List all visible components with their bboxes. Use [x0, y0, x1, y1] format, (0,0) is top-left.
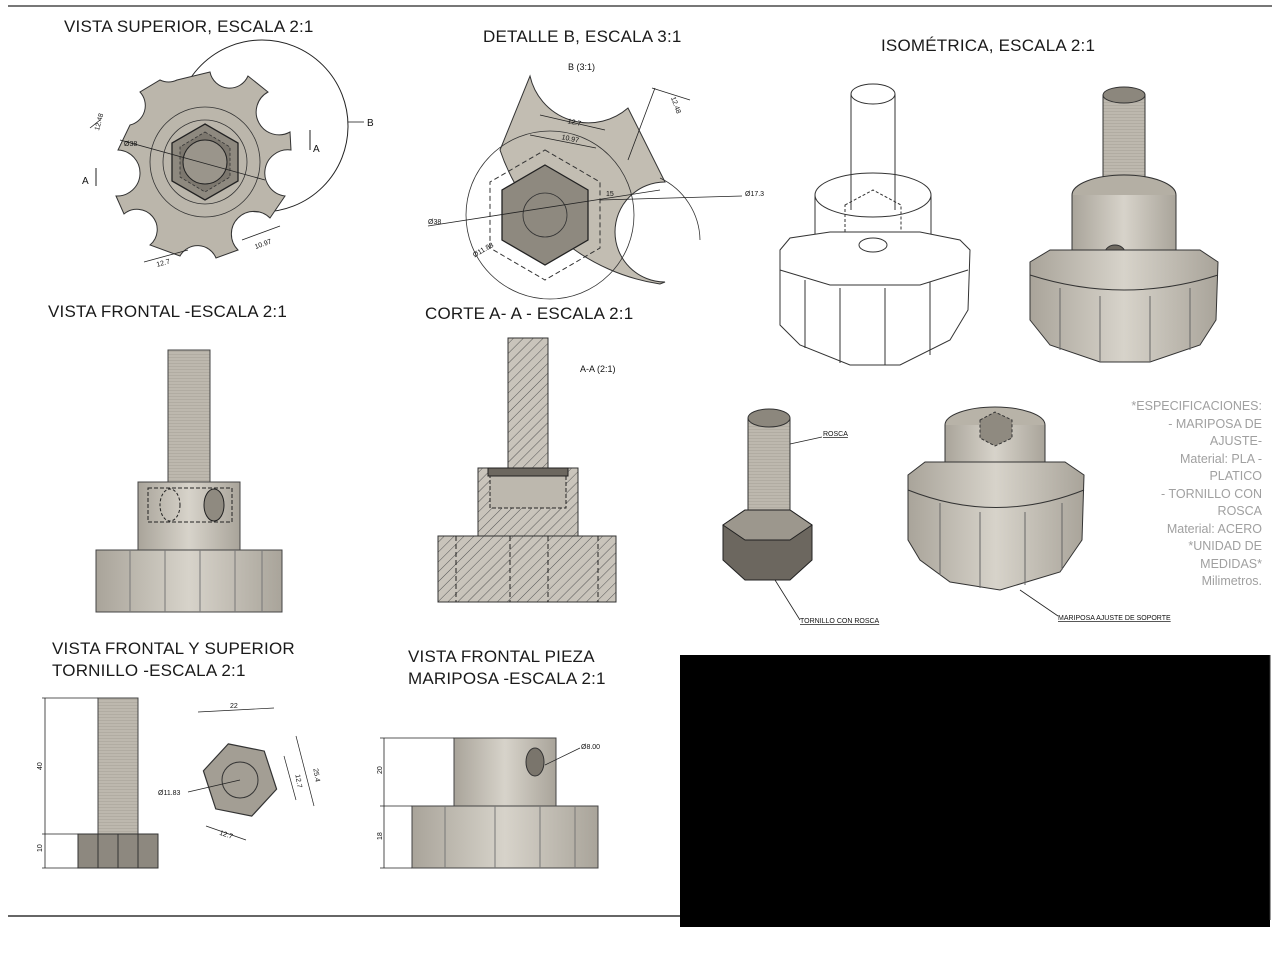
dim-scr-12-7-a: 12.7: [293, 774, 302, 789]
front-view-drawing: [95, 349, 283, 613]
top-view-drawing: 12.48 Ø38 12.7 10.97 A A B: [82, 39, 374, 269]
detail-ref-label: B (3:1): [568, 62, 595, 72]
isometric-wireframe: [779, 83, 971, 366]
title-isometric: ISOMÉTRICA, ESCALA 2:1: [881, 36, 1096, 55]
dim-wing-20: 20: [377, 766, 384, 774]
dim-det-d11-83: Ø11.83: [472, 242, 495, 259]
dim-wing-d8: Ø8.00: [581, 744, 600, 751]
section-aa-drawing: A-A (2:1): [437, 337, 617, 603]
title-screw-views-line1: VISTA FRONTAL Y SUPERIOR: [52, 639, 295, 658]
dim-det-10-97: 10.97: [561, 134, 580, 145]
spec-line: MEDIDAS*: [1200, 556, 1262, 571]
label-mariposa: MARIPOSA AJUSTE DE SOPORTE: [1058, 615, 1171, 622]
section-ref-label: A-A (2:1): [580, 364, 616, 374]
specifications-block: *ESPECIFICACIONES: - MARIPOSA DE AJUSTE-…: [1100, 398, 1262, 591]
dim-det-12-48: 12.48: [669, 96, 682, 115]
spec-line: PLATICO: [1209, 469, 1262, 483]
dim-top-d38: Ø38: [124, 141, 137, 148]
dim-det-d38: Ø38: [428, 219, 441, 226]
detail-mark: B: [367, 118, 374, 129]
section-mark-right: A: [313, 144, 320, 155]
spec-line: - MARIPOSA DE: [1168, 416, 1262, 431]
dim-scr-40: 40: [37, 762, 44, 770]
spec-line: ROSCA: [1217, 504, 1262, 518]
title-screw-views-line2: TORNILLO -ESCALA 2:1: [52, 661, 246, 680]
title-top-view: VISTA SUPERIOR, ESCALA 2:1: [64, 17, 314, 36]
dim-scr-25-4: 25.4: [311, 768, 320, 783]
dim-scr-10: 10: [37, 844, 44, 852]
spec-line: *ESPECIFICACIONES:: [1131, 399, 1262, 413]
title-front-view: VISTA FRONTAL -ESCALA 2:1: [48, 302, 287, 321]
label-tornillo-con-rosca: TORNILLO CON ROSCA: [800, 618, 880, 625]
section-mark-left: A: [82, 176, 89, 187]
dim-wing-18: 18: [377, 832, 384, 840]
title-wing-front-line2: MARIPOSA -ESCALA 2:1: [408, 669, 606, 688]
isometric-screw: ROSCA TORNILLO CON ROSCA: [722, 408, 880, 625]
dim-scr-22: 22: [230, 703, 238, 710]
spec-line: - TORNILLO CON: [1161, 486, 1262, 501]
screw-front-top-drawing: 40 10 22 Ø11.83 12.7 25.4 12.7: [37, 697, 321, 869]
dim-det-d17-3: Ø17.3: [745, 191, 764, 198]
dim-scr-12-7-b: 12.7: [218, 830, 233, 841]
dim-det-15: 15: [606, 191, 614, 198]
dim-top-12-48: 12.48: [94, 113, 105, 132]
dim-scr-d11-83: Ø11.83: [158, 790, 181, 797]
wing-nut-front-drawing: Ø8.00 20 18: [377, 737, 600, 869]
spec-line: *UNIDAD DE: [1188, 539, 1262, 553]
detail-b-drawing: B (3:1) 12.7 10.97 12.48 Ø17.3 Ø38 Ø11.8…: [427, 62, 764, 300]
spec-line: Material: PLA -: [1180, 451, 1262, 466]
dim-top-10-97: 10.97: [254, 238, 273, 251]
isometric-shaded: [1029, 86, 1219, 363]
spec-line: Material: ACERO: [1166, 521, 1262, 536]
title-section-aa: CORTE A- A - ESCALA 2:1: [425, 304, 634, 323]
spec-line: Milimetros.: [1201, 574, 1262, 588]
dim-top-12-7: 12.7: [156, 259, 171, 269]
dim-det-12-7: 12.7: [567, 118, 582, 128]
spec-line: AJUSTE-: [1209, 434, 1262, 448]
label-rosca: ROSCA: [823, 431, 848, 438]
title-detail-b: DETALLE B, ESCALA 3:1: [483, 27, 682, 46]
title-wing-front-line1: VISTA FRONTAL PIEZA: [408, 647, 595, 666]
isometric-wing-nut: MARIPOSA AJUSTE DE SOPORTE: [907, 406, 1171, 622]
title-block-redacted: [680, 655, 1270, 927]
